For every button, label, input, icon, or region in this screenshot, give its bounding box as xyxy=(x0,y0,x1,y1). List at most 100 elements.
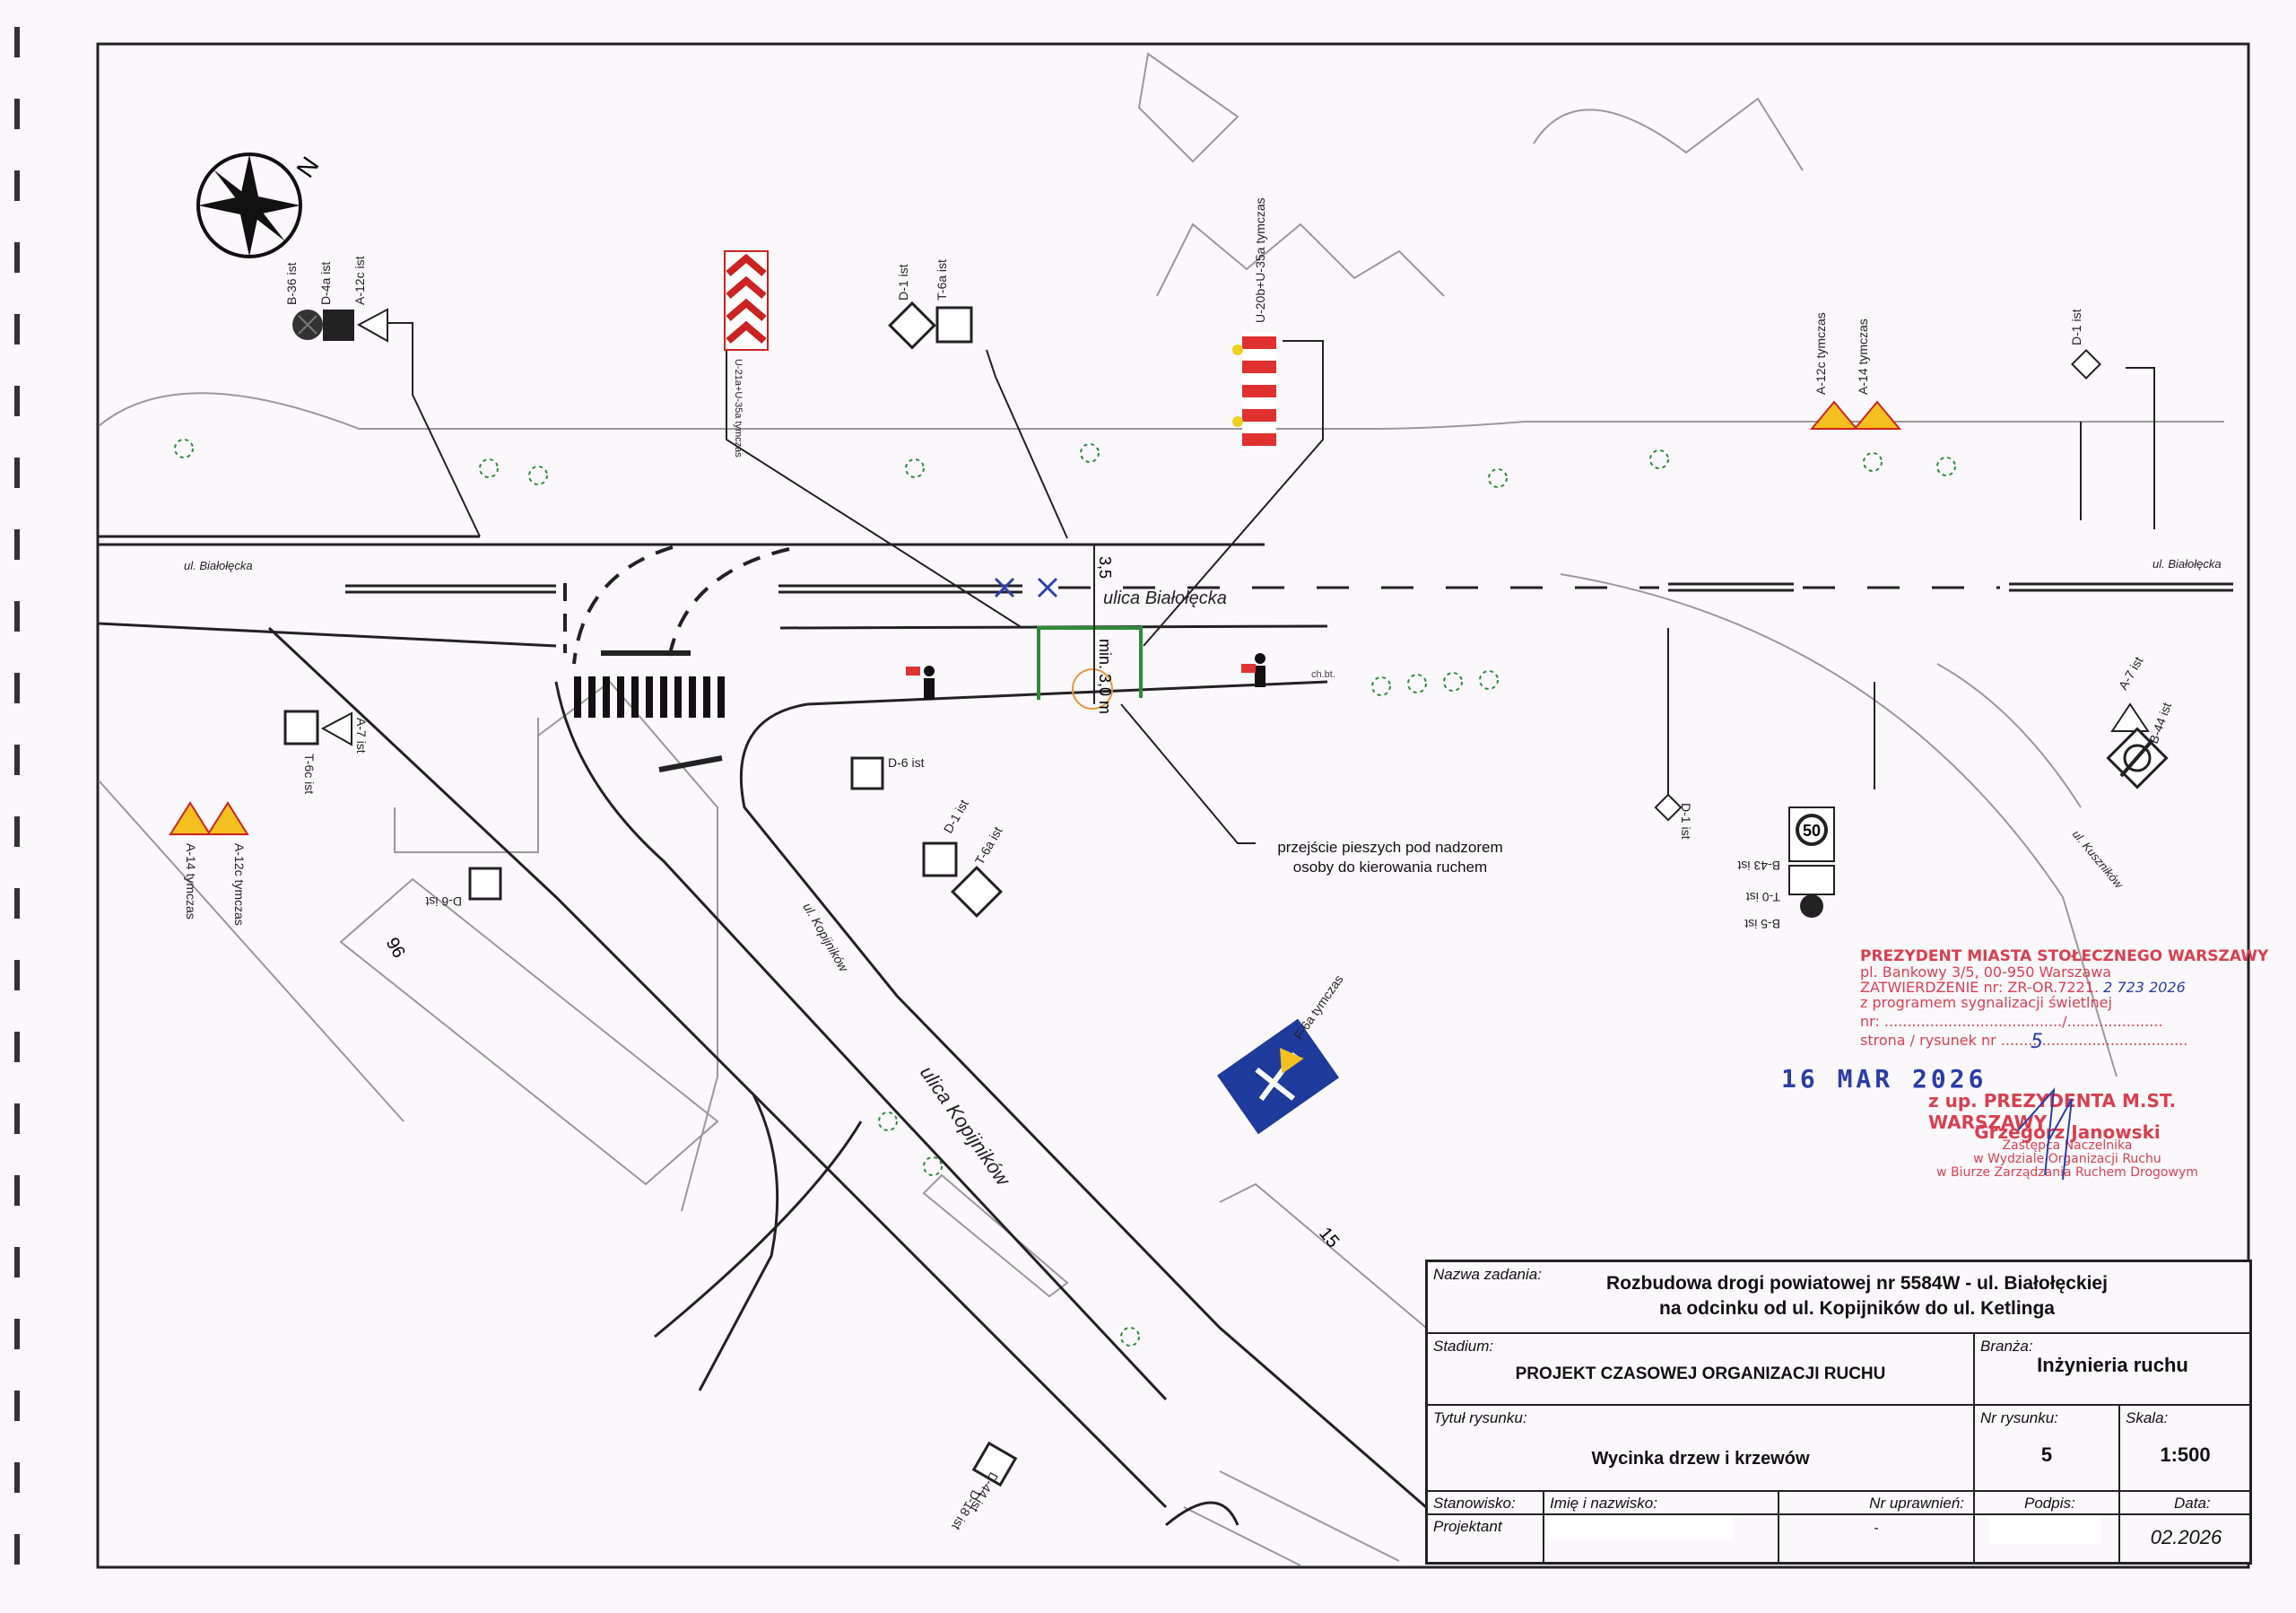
binding-hole xyxy=(14,386,20,416)
sign-u21a-chevrons xyxy=(724,250,769,351)
stamp-approval: ZATWIERDZENIE nr: ZR-OR.7221. xyxy=(1860,979,2100,996)
sign-d1 xyxy=(888,301,936,350)
zebra-crossing xyxy=(574,676,725,718)
role-value: Projektant xyxy=(1433,1518,1502,1535)
binding-hole xyxy=(14,745,20,775)
binding-hole xyxy=(14,888,20,919)
sign-t6a xyxy=(951,866,1003,918)
sign-label: B-36 ist xyxy=(284,262,299,305)
lane-width-label: 3,5 xyxy=(1096,556,1114,579)
sign-label: A-7 ist xyxy=(2116,654,2146,692)
sign-label: T-6c ist xyxy=(302,754,317,794)
signatory-role: w Wydziale Organizacji Ruchu xyxy=(1973,1152,2161,1166)
sign-d44 xyxy=(971,1441,1018,1487)
sign-label: D-1 ist xyxy=(2069,309,2083,345)
sign-label: D-6 ist xyxy=(425,894,462,909)
surface-label: ch.bt. xyxy=(1311,669,1335,680)
binding-hole xyxy=(14,170,20,201)
approval-stamp: PREZYDENT MIASTA STOŁECZNEGO WARSZAWY pl… xyxy=(1860,949,2268,1053)
min-width-label: min. 3,0 m xyxy=(1096,639,1114,714)
binding-hole xyxy=(14,1032,20,1062)
date-cell: 02.2026 xyxy=(2120,1515,2252,1562)
drawing-title-label: Tytuł rysunku: xyxy=(1433,1409,1527,1426)
temporary-curb-lines xyxy=(563,545,790,665)
sign-b5 xyxy=(1800,894,1823,918)
drawing-number-cell: Nr rysunku: 5 xyxy=(1975,1406,2120,1492)
sign-label: A-12c ist xyxy=(352,256,367,305)
binding-hole xyxy=(14,816,20,847)
drawing-number-label: Nr rysunku: xyxy=(1980,1409,2058,1426)
sign-label: B-44 ist xyxy=(2146,701,2174,745)
task-cell: Nazwa zadania: Rozbudowa drogi powiatowe… xyxy=(1428,1262,2252,1334)
position-header: Stanowisko: xyxy=(1428,1492,1544,1515)
sign-label: F-6a tymczas xyxy=(1291,972,1345,1042)
sign-f6a xyxy=(1217,1018,1339,1135)
signature-label: Podpis: xyxy=(2024,1495,2075,1512)
sign-a14-temp xyxy=(1852,400,1902,430)
name-label: Imię i nazwisko: xyxy=(1550,1495,1657,1512)
sign-u20b-barrier xyxy=(1232,332,1276,449)
sign-label: D-1 ist xyxy=(896,264,910,301)
binding-hole xyxy=(14,673,20,703)
name-header: Imię i nazwisko: xyxy=(1544,1492,1779,1515)
handwritten-signature xyxy=(2017,1087,2073,1181)
pedestrian-crossing-note: przejście pieszych pod nadzorem osoby do… xyxy=(1256,838,1525,877)
sign-label: A-12c tymczas xyxy=(1813,312,1828,395)
binding-hole xyxy=(14,1175,20,1206)
sign-a12c xyxy=(356,308,388,343)
sign-label: D-4a ist xyxy=(318,262,333,305)
stage-label: Stadium: xyxy=(1433,1338,1494,1355)
binding-hole xyxy=(14,529,20,560)
drawing-number-value: 5 xyxy=(2040,1443,2053,1466)
redacted-signature xyxy=(1988,1515,2100,1544)
date-header: Data: xyxy=(2120,1492,2252,1515)
license-label: Nr uprawnień: xyxy=(1869,1495,1964,1512)
sign-label: D-6 ist xyxy=(888,755,925,770)
role-cell: Projektant xyxy=(1428,1515,1544,1562)
position-label: Stanowisko: xyxy=(1433,1495,1516,1512)
title-block: Nazwa zadania: Rozbudowa drogi powiatowe… xyxy=(1425,1260,2252,1565)
license-value: - xyxy=(1874,1521,1879,1536)
name-cell xyxy=(1544,1515,1779,1562)
sign-t6c xyxy=(283,710,319,745)
task-label: Nazwa zadania: xyxy=(1433,1266,1542,1283)
street-label-kopijnikow: ul. Kopijników xyxy=(800,901,851,975)
scale-cell: Skala: 1:500 xyxy=(2120,1406,2252,1492)
building-number: 96 xyxy=(382,935,409,962)
stage-value: PROJEKT CZASOWEJ ORGANIZACJI RUCHU xyxy=(1515,1365,1886,1383)
dimension-line: 3,5 min. 3,0 m xyxy=(1093,545,1114,714)
sign-d1 xyxy=(922,841,958,877)
sign-label: A-14 tymczas xyxy=(1856,318,1870,395)
temporary-barrier xyxy=(1037,626,1143,700)
note-line: osoby do kierowania ruchem xyxy=(1292,859,1488,876)
traffic-controller-icon xyxy=(906,653,1265,700)
task-title-line: Rozbudowa drogi powiatowej nr 5584W - ul… xyxy=(1606,1273,2108,1294)
sign-label: B-43 ist xyxy=(1737,859,1780,873)
date-label: Data: xyxy=(2174,1495,2211,1512)
b43-speed-limit: 50 xyxy=(1803,822,1821,840)
binding-hole xyxy=(14,1462,20,1493)
drawing-title-cell: Tytuł rysunku: Wycinka drzew i krzewów xyxy=(1428,1406,1975,1492)
drawing-frame xyxy=(96,42,2250,1569)
road-lines xyxy=(98,535,2233,1527)
sign-label: B-5 ist xyxy=(1744,917,1780,931)
sign-t6a xyxy=(935,306,973,344)
tree-removed-x-icons xyxy=(994,577,1058,598)
stamp-address: pl. Bankowy 3/5, 00-950 Warszawa xyxy=(1860,963,2112,981)
binding-hole xyxy=(14,1534,20,1565)
date-stamp: 16 MAR 2026 xyxy=(1781,1064,1987,1094)
background-map xyxy=(98,52,2224,1566)
stamp-page-number: 5 xyxy=(2031,1031,2043,1053)
sign-b44 xyxy=(2106,727,2169,789)
stop-line xyxy=(658,755,723,772)
sign-d1 xyxy=(2071,349,2101,379)
binding-hole xyxy=(14,960,20,990)
signature-cell xyxy=(1975,1515,2120,1562)
binding-hole xyxy=(14,27,20,57)
tree-to-remove-icon xyxy=(1072,668,1113,710)
stamp-nr: nr: ....................................… xyxy=(1860,1013,2163,1030)
note-line: przejście pieszych pod nadzorem xyxy=(1277,839,1503,856)
binding-hole xyxy=(14,314,20,344)
sign-d6 xyxy=(468,867,502,901)
